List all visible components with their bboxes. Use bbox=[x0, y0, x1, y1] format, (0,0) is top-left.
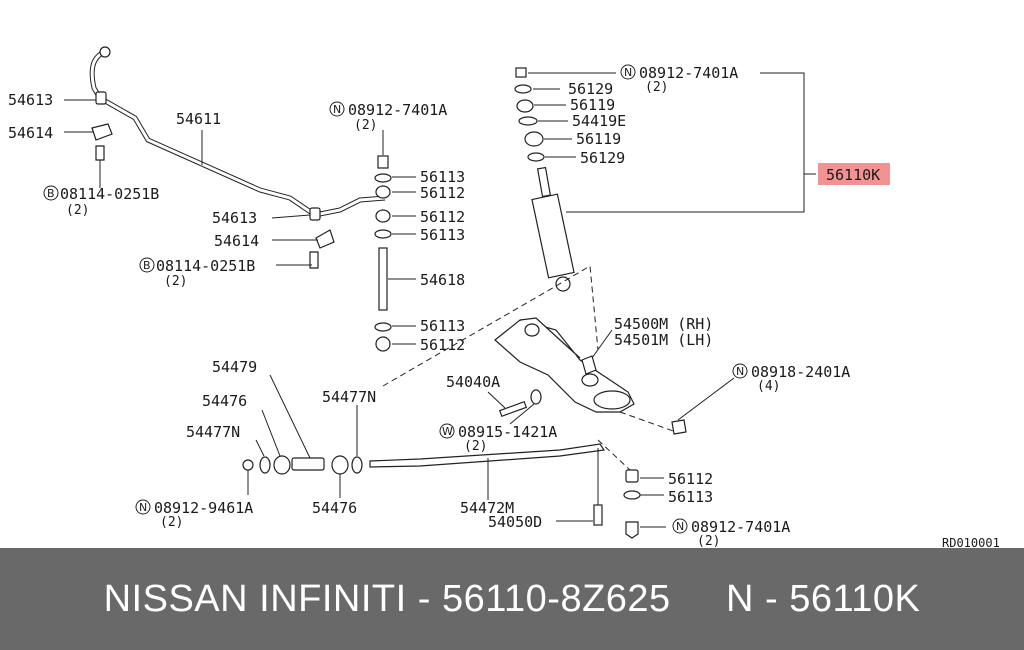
label-08114-b: 08114-0251B bbox=[156, 257, 255, 275]
qty-08114-a: (2) bbox=[66, 203, 89, 218]
prefix-n-1: N bbox=[333, 103, 341, 116]
washer-54477n-left bbox=[259, 456, 271, 474]
label-56113-c: 56113 bbox=[420, 317, 465, 335]
bushing-54476-left bbox=[273, 455, 291, 475]
label-56113-d: 56113 bbox=[668, 488, 713, 506]
prefix-n-2: N bbox=[624, 66, 632, 79]
washer-54419e bbox=[518, 116, 538, 126]
label-54476-a: 54476 bbox=[202, 392, 247, 410]
label-08918: 08918-2401A bbox=[751, 363, 850, 381]
bushing-56119-1 bbox=[516, 99, 534, 113]
washer-56129-2 bbox=[527, 152, 545, 162]
washer-56113-3 bbox=[374, 322, 392, 332]
label-54477n-b: 54477N bbox=[322, 388, 376, 406]
label-56129-a: 56129 bbox=[568, 80, 613, 98]
bushing-56112-3 bbox=[375, 336, 391, 352]
bolt-54040a bbox=[498, 400, 528, 418]
qty-08912-d: (2) bbox=[697, 534, 720, 548]
label-56119-b: 56119 bbox=[576, 130, 621, 148]
prefix-w: W bbox=[442, 425, 453, 438]
part-number-banner: NISSAN INFINITI - 56110-8Z625 N - 56110K bbox=[0, 548, 1024, 650]
washer-56113-lower bbox=[623, 490, 641, 500]
label-54618: 54618 bbox=[420, 271, 465, 289]
label-54476-b: 54476 bbox=[312, 499, 357, 517]
prefix-n-4: N bbox=[139, 501, 147, 514]
qty-08912-b: (2) bbox=[645, 80, 668, 95]
label-54613-a: 54613 bbox=[8, 91, 53, 109]
washer-56113-2 bbox=[374, 229, 392, 239]
reference-code: RD010001 bbox=[942, 536, 1000, 548]
label-08912-a: 08912-7401A bbox=[348, 101, 447, 119]
label-54472m: 54472M bbox=[460, 499, 514, 517]
nut-08912-shock bbox=[515, 67, 527, 78]
shock-absorber-56110k bbox=[531, 166, 575, 292]
prefix-n-5: N bbox=[676, 520, 684, 533]
label-54040a: 54040A bbox=[446, 373, 500, 391]
qty-08912-c: (2) bbox=[160, 515, 183, 530]
bushing-54613-right bbox=[309, 207, 321, 221]
bar-end-eye bbox=[99, 46, 111, 58]
qty-08912-a: (2) bbox=[354, 118, 377, 133]
label-56119-a: 56119 bbox=[570, 96, 615, 114]
label-54477n-a: 54477N bbox=[186, 423, 240, 441]
prefix-b-1: B bbox=[47, 187, 55, 200]
bushing-56112-2 bbox=[375, 209, 391, 223]
label-54479: 54479 bbox=[212, 358, 257, 376]
nut-08912-9461a bbox=[242, 459, 254, 471]
bracket-54614-right bbox=[315, 229, 335, 249]
label-08114-a: 08114-0251B bbox=[60, 185, 159, 203]
label-56112-a: 56112 bbox=[420, 184, 465, 202]
washer-54477n-right bbox=[351, 456, 363, 474]
label-54614-a: 54614 bbox=[8, 124, 53, 142]
bushing-56112-1 bbox=[375, 185, 391, 199]
label-08912-b: 08912-7401A bbox=[639, 64, 738, 82]
nut-08912-lower bbox=[625, 521, 639, 539]
label-54614-b: 54614 bbox=[214, 232, 259, 250]
bolt-08114-right bbox=[309, 251, 319, 269]
label-54501m: 54501M (LH) bbox=[614, 331, 713, 349]
bushing-54613-left bbox=[95, 91, 107, 105]
label-54500m: 54500M (RH) bbox=[614, 315, 713, 333]
label-54050d: 54050D bbox=[488, 513, 542, 531]
washer-56129-1 bbox=[514, 84, 532, 94]
parts-diagram: 54613 54614 B 08114-0251B (2) 54611 5461… bbox=[8, 46, 1000, 548]
label-08912-d: 08912-7401A bbox=[691, 518, 790, 536]
label-56112-d: 56112 bbox=[668, 470, 713, 488]
washer-08915 bbox=[530, 389, 542, 405]
label-56112-b: 56112 bbox=[420, 208, 465, 226]
prefix-b-2: B bbox=[143, 259, 151, 272]
highlight-56110k bbox=[818, 163, 890, 185]
part-number-text: NISSAN INFINITI - 56110-8Z625 N - 56110K bbox=[103, 577, 921, 620]
qty-08915: (2) bbox=[464, 439, 487, 454]
bracket-54614-left bbox=[91, 123, 113, 141]
washer-56113-1 bbox=[374, 173, 392, 183]
rod-54618 bbox=[378, 247, 388, 311]
nut-08918 bbox=[671, 419, 687, 435]
bushing-54476-right bbox=[331, 455, 349, 475]
prefix-n-3: N bbox=[736, 365, 744, 378]
nut-08912-upper bbox=[377, 155, 389, 169]
spacer-54479 bbox=[291, 457, 325, 471]
label-54419e: 54419E bbox=[572, 112, 626, 130]
lower-control-arm bbox=[494, 317, 635, 413]
label-08912-c: 08912-9461A bbox=[154, 499, 253, 517]
label-56113-b: 56113 bbox=[420, 226, 465, 244]
label-54613-b: 54613 bbox=[212, 209, 257, 227]
label-56110k: 56110K bbox=[826, 166, 880, 184]
bushing-56112-lower bbox=[625, 469, 639, 483]
bushing-56119-2 bbox=[524, 131, 544, 147]
diagram-canvas: 54613 54614 B 08114-0251B (2) 54611 5461… bbox=[8, 46, 1000, 548]
label-56112-c: 56112 bbox=[420, 336, 465, 354]
bolt-08114-left bbox=[95, 145, 105, 161]
tension-rod-54472m bbox=[369, 443, 606, 468]
label-54611: 54611 bbox=[176, 110, 221, 128]
label-56129-b: 56129 bbox=[580, 149, 625, 167]
bolt-54050d bbox=[593, 504, 603, 526]
label-56113-a: 56113 bbox=[420, 168, 465, 186]
qty-08918: (4) bbox=[757, 379, 780, 394]
label-08915: 08915-1421A bbox=[458, 423, 557, 441]
qty-08114-b: (2) bbox=[164, 274, 187, 289]
